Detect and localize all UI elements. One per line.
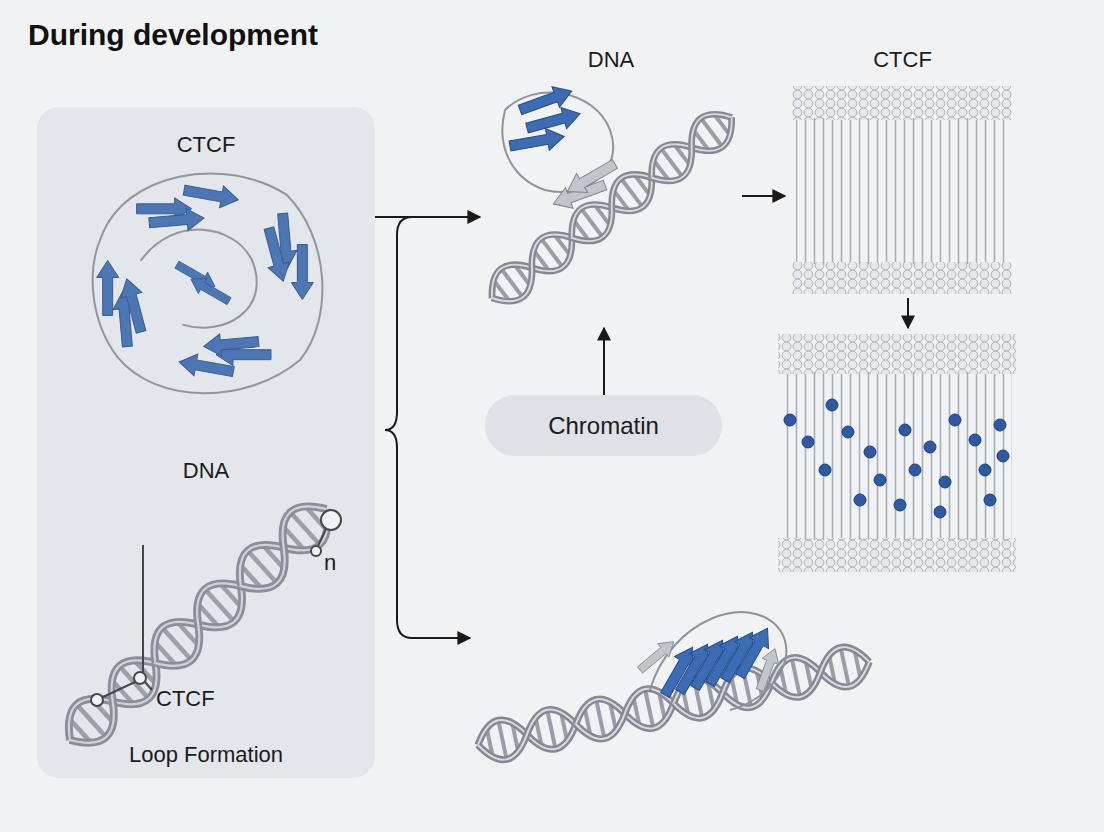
arrow-connector <box>375 216 480 218</box>
chromatin-lattice <box>778 334 1016 572</box>
figure-label: CTCF <box>156 686 215 712</box>
protein-domain <box>634 612 786 710</box>
figure-heading: DNA <box>588 47 634 73</box>
figure-label: n <box>324 550 336 576</box>
chromatin-lattice <box>792 86 1012 294</box>
bracket <box>385 217 412 638</box>
figure-panel: CTCF DNA Loop Formation <box>37 107 375 778</box>
figure-heading: CTCF <box>873 47 932 73</box>
arrow-connector <box>742 195 785 197</box>
arrow <box>907 298 909 328</box>
arrow-connector <box>603 328 605 395</box>
figure-heading: CTCF <box>177 132 236 158</box>
figure-heading: Loop Formation <box>129 742 283 768</box>
diagram-title: During development <box>28 18 318 52</box>
node-label: Chromatin <box>548 412 659 440</box>
figure-heading: DNA <box>183 458 229 484</box>
figure-group: CTCF <box>785 38 1020 294</box>
protein-domain <box>502 81 620 214</box>
dna-helix <box>474 642 874 764</box>
arrow <box>412 637 470 639</box>
figure-group: DNA <box>480 38 742 328</box>
pill-box: Chromatin <box>485 395 722 456</box>
